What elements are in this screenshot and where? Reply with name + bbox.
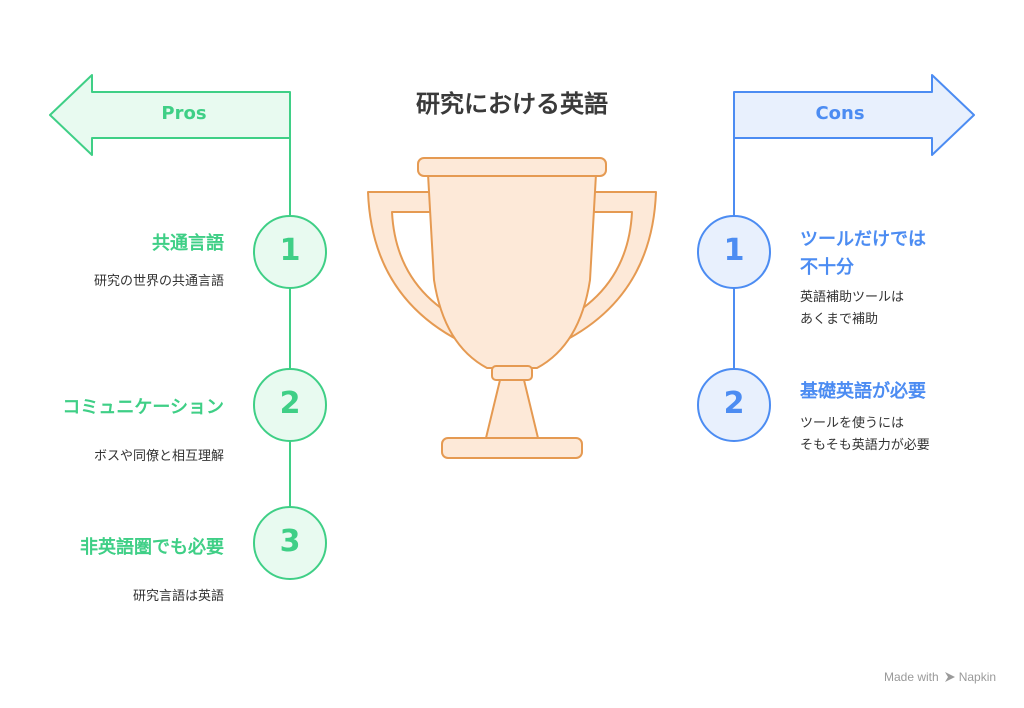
footer: Made with Napkin [884, 670, 996, 684]
cons-heading-1-line1: ツールだけでは [800, 229, 926, 250]
cons-desc-2-line1: ツールを使うには [800, 416, 905, 431]
pros-number-2: 2 [279, 386, 301, 421]
cons-desc-1-line2: あくまで補助 [800, 312, 879, 327]
pros-circle-3 [253, 506, 327, 580]
pros-heading-3: 非英語圏でも必要 [80, 537, 224, 558]
cons-label: Cons [815, 103, 865, 124]
cons-circle-2 [697, 368, 771, 442]
footer-brand: Napkin [958, 670, 997, 684]
trophy-icon [367, 157, 657, 459]
pros-label: Pros [161, 103, 207, 124]
napkin-logo-icon [944, 672, 955, 682]
cons-arrow [733, 74, 975, 156]
diagram-title: 研究における英語 [416, 90, 608, 118]
pros-desc-2: ボスや同僚と相互理解 [93, 449, 224, 464]
pros-number-1: 1 [279, 233, 301, 268]
pros-heading-2: コミュニケーション [62, 397, 224, 418]
pros-desc-3: 研究言語は英語 [132, 589, 224, 604]
cons-desc-1-line1: 英語補助ツールは [800, 290, 905, 305]
pros-number-3: 3 [279, 524, 301, 559]
pros-circle-1 [253, 215, 327, 289]
pros-circle-2 [253, 368, 327, 442]
cons-number-1: 1 [723, 233, 745, 268]
cons-number-2: 2 [723, 386, 745, 421]
cons-heading-1-line2: 不十分 [800, 257, 854, 278]
cons-desc-2-line2: そもそも英語力が必要 [800, 438, 930, 453]
footer-made-with: Made with [884, 670, 939, 684]
cons-heading-2: 基礎英語が必要 [800, 381, 926, 402]
pros-arrow [49, 74, 291, 156]
pros-desc-1: 研究の世界の共通言語 [93, 274, 224, 289]
pros-heading-1: 共通言語 [152, 233, 224, 254]
cons-circle-1 [697, 215, 771, 289]
